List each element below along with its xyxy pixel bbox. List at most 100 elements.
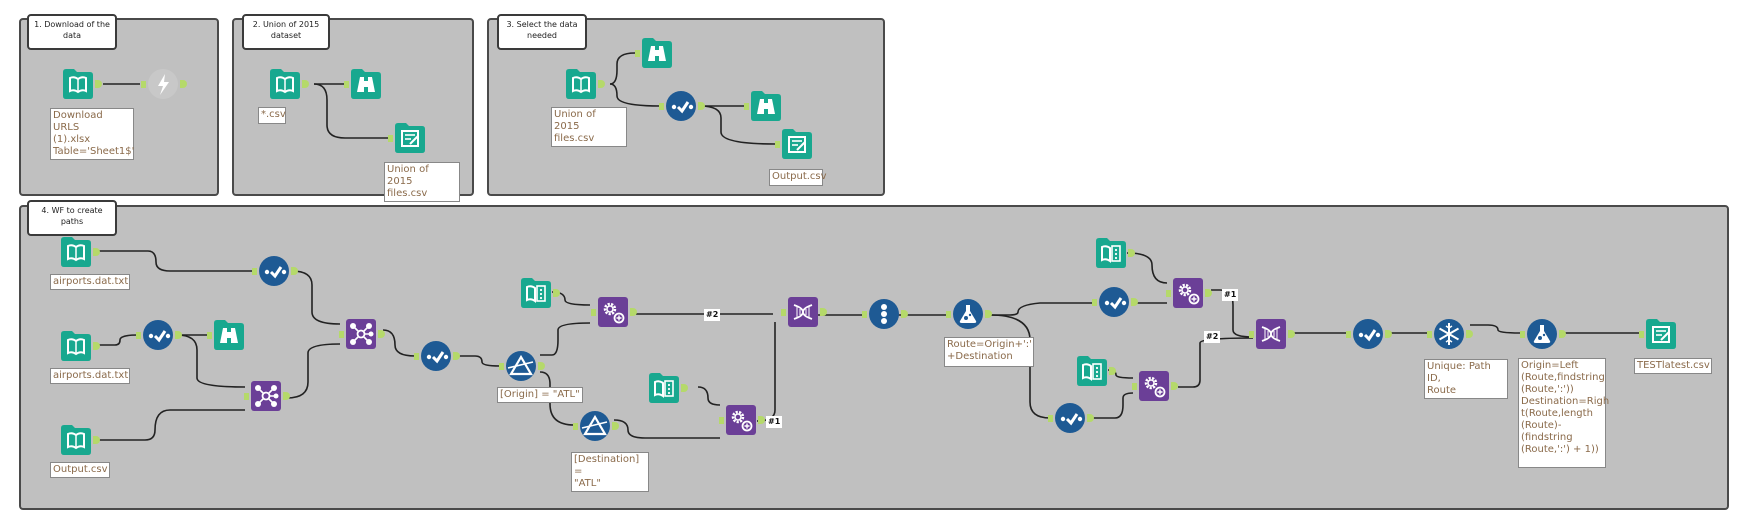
tool-text-input[interactable] [1095, 237, 1135, 269]
book-icon [63, 69, 102, 99]
tool-browse[interactable] [344, 68, 382, 100]
tool-annotation: airports.dat.txt [50, 274, 130, 290]
container-title-union[interactable]: 2. Union of 2015 dataset [242, 14, 330, 50]
container-paths[interactable] [19, 205, 1729, 510]
wire [989, 314, 1051, 419]
tool-browse[interactable] [635, 37, 673, 69]
tool-input[interactable] [269, 68, 309, 100]
book-icon [566, 69, 605, 99]
container-title-download[interactable]: 1. Download of the data [27, 14, 117, 50]
wire [176, 334, 246, 388]
tool-annotation: *.csv [258, 107, 286, 124]
tool-select[interactable] [1092, 286, 1138, 318]
wire [286, 343, 341, 399]
tool-macro[interactable] [1132, 370, 1178, 402]
tool-formula[interactable] [1520, 318, 1566, 350]
dna-icon [781, 297, 827, 327]
wire [455, 355, 501, 367]
tool-select[interactable] [1048, 402, 1094, 434]
join-network-icon [339, 319, 385, 349]
gears-icon [1166, 278, 1212, 308]
tool-annotation: airports.dat.txt [50, 368, 130, 384]
tool-macro[interactable] [591, 296, 637, 328]
dna-icon [1249, 319, 1295, 349]
binoculars-icon [344, 69, 381, 99]
tool-select[interactable] [1346, 318, 1392, 350]
tool-browse[interactable] [744, 90, 782, 122]
wire-label: #2 [1204, 331, 1221, 343]
binoculars-icon [744, 91, 781, 121]
tool-record-id[interactable] [862, 298, 908, 330]
tool-annotation: Union of 2015 files.csv [551, 107, 627, 147]
tool-output[interactable] [775, 128, 813, 160]
tool-annotation: Origin=Left (Route,findstring (Route,':'… [1518, 358, 1609, 468]
container-title-paths[interactable]: 4. WF to create paths [27, 200, 117, 236]
tool-annotation: Download URLS (1).xlsx Table='Sheet1$' [50, 108, 134, 160]
wire [1126, 252, 1168, 284]
select-check-icon [1346, 319, 1392, 349]
tool-text-input[interactable] [648, 372, 688, 404]
text-input-icon [649, 373, 688, 403]
wire [291, 270, 341, 325]
gears-icon [719, 405, 765, 435]
gears-icon [1132, 371, 1178, 401]
wire [697, 386, 721, 406]
tool-filter[interactable] [573, 410, 619, 442]
tool-union[interactable] [781, 296, 827, 328]
tool-input[interactable] [60, 236, 100, 268]
tool-input[interactable] [60, 424, 100, 456]
tool-macro[interactable] [1166, 277, 1212, 309]
tool-output[interactable] [1639, 318, 1677, 350]
filter-prism-icon [499, 351, 545, 381]
tool-select[interactable] [252, 255, 298, 287]
tool-input[interactable] [565, 68, 605, 100]
tool-output[interactable] [388, 122, 426, 154]
tool-annotation: [Origin] = "ATL" [497, 387, 583, 403]
tool-text-input[interactable] [520, 277, 560, 309]
wire [699, 105, 776, 145]
tool-formula[interactable] [946, 298, 992, 330]
tool-text-input[interactable] [1076, 355, 1116, 387]
select-check-icon [1048, 403, 1094, 433]
tool-annotation: Union of 2015 files.csv [384, 162, 460, 202]
select-check-icon [414, 341, 460, 371]
wire [97, 250, 253, 272]
tool-macro[interactable] [719, 404, 765, 436]
text-input-icon [1077, 356, 1116, 386]
tool-input[interactable] [60, 330, 100, 362]
filter-prism-icon [573, 411, 619, 441]
flask-icon [946, 299, 992, 329]
tool-join[interactable] [244, 380, 290, 412]
tool-select[interactable] [136, 319, 182, 351]
tool-unique[interactable] [1427, 318, 1473, 350]
tool-annotation: Unique: Path ID, Route [1424, 359, 1508, 399]
tool-filter[interactable] [499, 350, 545, 382]
tool-union[interactable] [1249, 318, 1295, 350]
tool-join[interactable] [339, 318, 385, 350]
binoculars-icon [635, 38, 672, 68]
select-check-icon [1092, 287, 1138, 317]
book-icon [61, 331, 100, 361]
select-check-icon [252, 256, 298, 286]
tool-select[interactable] [659, 90, 705, 122]
output-pencil-icon [388, 123, 425, 153]
output-pencil-icon [775, 129, 812, 159]
select-check-icon [659, 91, 705, 121]
gears-icon [591, 297, 637, 327]
tool-annotation: [Destination] = "ATL" [571, 452, 649, 492]
wire [609, 83, 661, 107]
wire [313, 83, 389, 139]
tool-annotation: Route=Origin+':' +Destination [944, 337, 1034, 367]
tool-download[interactable] [141, 68, 187, 100]
tool-browse[interactable] [207, 319, 245, 351]
tool-input[interactable] [62, 68, 102, 100]
wire-label: #2 [704, 309, 721, 321]
tool-select[interactable] [414, 340, 460, 372]
snowflake-icon [1427, 319, 1473, 349]
wire [97, 334, 139, 346]
text-input-icon [1096, 238, 1135, 268]
wire [1089, 392, 1134, 419]
wire [609, 52, 636, 85]
container-title-select[interactable]: 3. Select the data needed [497, 14, 587, 50]
